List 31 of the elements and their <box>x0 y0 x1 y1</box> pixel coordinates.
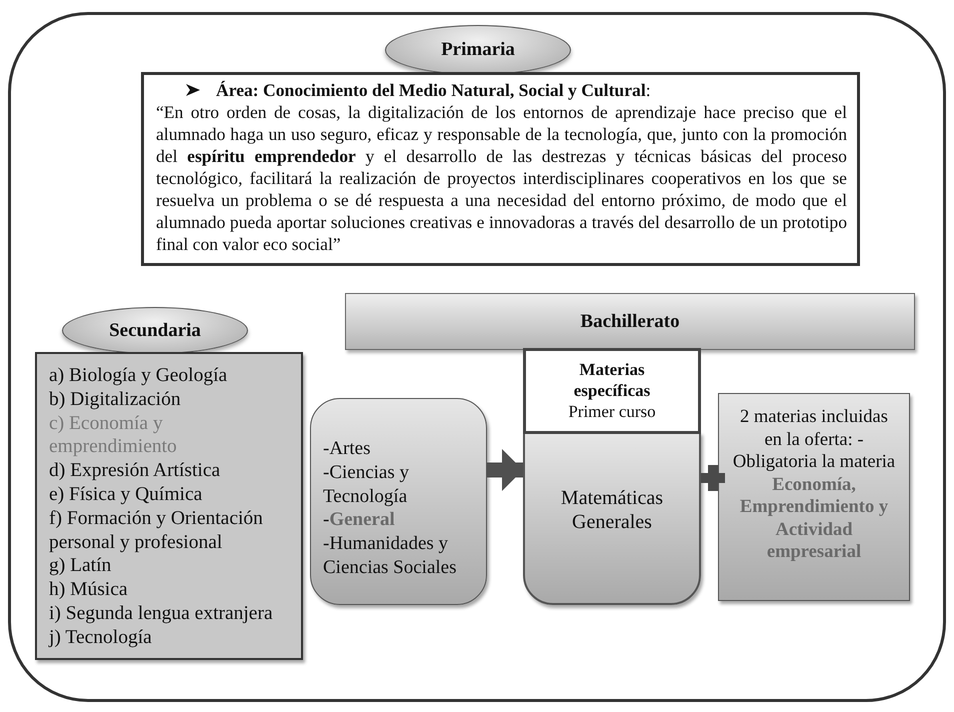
quote-paragraph: “En otro orden de cosas, la digitalización de los entornos de aprendizaje hace preciso que el alumnado haga un uso seguro, eficaz y responsable de la tecnología, que, junto con la promoción del espíritu emprendedor y el desarrollo de las destrezas y técnicas básicas del proceso tecnológico, facilitará la realización de proyectos interdisciplinares cooperativos en los que se resuelva un problema o se dé respuesta a una necesidad del entorno próximo, de modo que el alumnado pueda aportar soluciones creativas e innovadoras a través del desarrollo de un prototipo final con valor eco social” <box>156 101 847 255</box>
subject-box <box>718 393 910 601</box>
header-title: Materias específicas <box>572 359 652 401</box>
list-item: i) Segunda lengua extranjera <box>49 602 274 626</box>
list-item: d) Expresión Artística <box>49 459 222 483</box>
level-title: Bachillerato <box>580 310 680 332</box>
list-item: a) Biología y Geología <box>49 364 228 388</box>
list-item: -Humanidades y Ciencias Sociales <box>323 532 458 580</box>
subject-list-box <box>35 352 303 660</box>
list-item: g) Latín <box>49 554 112 578</box>
heading: Área: Conocimiento del Medio Natural, Social y Cultural: <box>156 79 651 101</box>
level-title: Secundaria <box>109 320 201 342</box>
list-item: -General <box>323 508 396 532</box>
modality-box <box>310 398 487 605</box>
list-item: -Ciencias y Tecnología <box>323 460 410 508</box>
list-item: -Artes <box>323 437 372 461</box>
list-item: c) Economía y emprendimiento <box>49 412 178 460</box>
level-bar <box>345 293 915 350</box>
level-title: Primaria <box>441 39 515 61</box>
outer-frame <box>8 12 946 702</box>
subject-text: Matemáticas Generales <box>560 486 664 534</box>
subject-box <box>523 432 701 605</box>
list-item: j) Tecnología <box>49 626 153 650</box>
quote-box <box>141 72 860 266</box>
header-box <box>523 348 701 434</box>
paragraph: 2 materias incluidas en la oferta: -Obligatoria la materia Economía, Emprendimiento y Actividad empresarial <box>732 406 896 564</box>
block-arrow <box>487 449 523 491</box>
list-item: e) Física y Química <box>49 482 204 507</box>
list-item: h) Música <box>49 578 129 602</box>
subtitle: Primer curso <box>567 401 657 422</box>
list-item: b) Digitalización <box>49 388 182 412</box>
